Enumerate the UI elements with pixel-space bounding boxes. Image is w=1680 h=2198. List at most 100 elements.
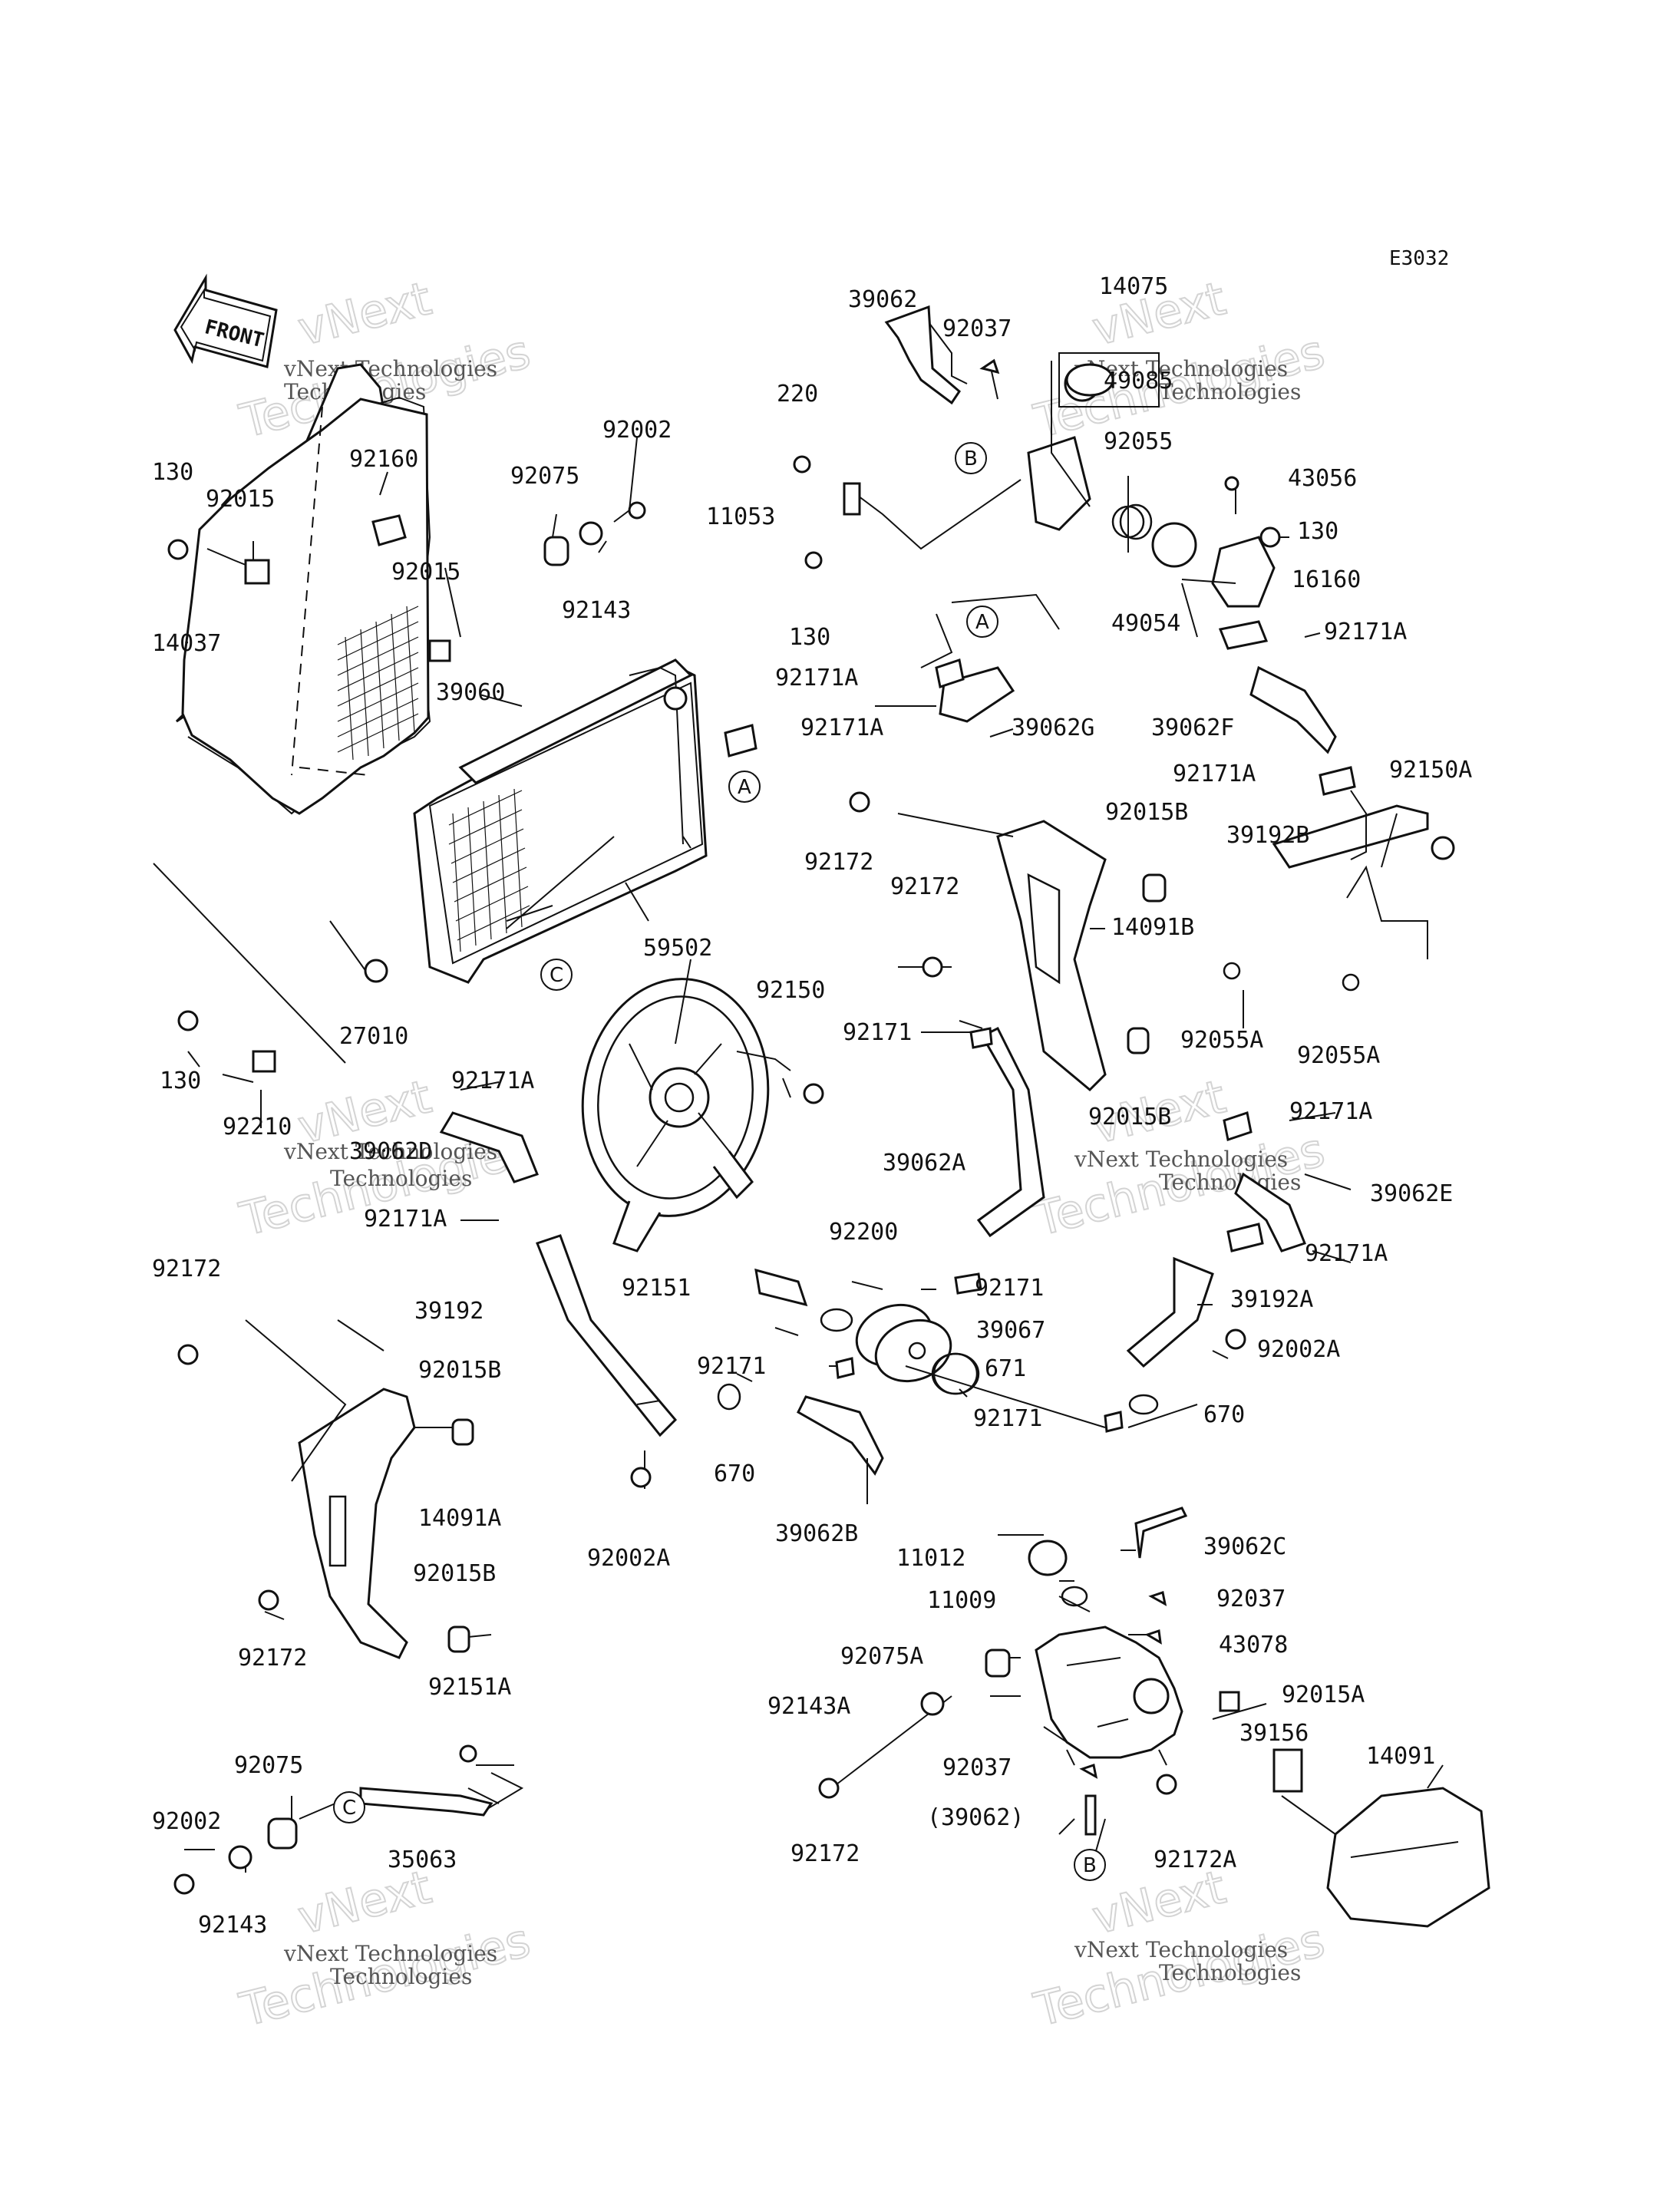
part-label[interactable]: 92055A	[1297, 1042, 1380, 1069]
part-label[interactable]: 92171	[975, 1275, 1044, 1302]
part-label[interactable]: 14091	[1366, 1743, 1435, 1770]
bolt-92172A	[1156, 1774, 1177, 1795]
part-label[interactable]: 92015B	[1088, 1104, 1171, 1130]
part-label[interactable]: 92171	[973, 1405, 1042, 1432]
part-label[interactable]: 92015	[391, 559, 460, 586]
part-label[interactable]: 43078	[1219, 1632, 1288, 1658]
part-label[interactable]: 220	[777, 381, 818, 408]
part-label[interactable]: 43056	[1288, 465, 1357, 492]
part-label[interactable]: 92172	[790, 1840, 860, 1867]
part-label[interactable]: 39192B	[1226, 822, 1309, 849]
part-label[interactable]: 92002A	[1257, 1336, 1340, 1363]
part-label[interactable]: 130	[152, 459, 193, 486]
part-label[interactable]: 27010	[339, 1023, 408, 1050]
part-label[interactable]: 92172	[890, 873, 959, 900]
part-label[interactable]: 92200	[829, 1219, 898, 1246]
svg-text:B: B	[964, 447, 978, 470]
clamp-92171A-b	[935, 658, 965, 688]
part-label[interactable]: 11053	[706, 503, 775, 530]
part-label[interactable]: 14091A	[418, 1505, 501, 1532]
part-label[interactable]: 92055A	[1180, 1027, 1263, 1054]
part-label[interactable]: 92037	[942, 1754, 1012, 1781]
part-label[interactable]: 39192A	[1230, 1286, 1313, 1313]
part-label[interactable]: 39062D	[349, 1138, 432, 1165]
part-label[interactable]: 92172	[152, 1256, 221, 1282]
part-label[interactable]: 92002A	[587, 1545, 670, 1572]
part-label[interactable]: 92015	[206, 486, 275, 513]
part-label[interactable]: 11009	[927, 1587, 996, 1614]
part-label[interactable]: 92143	[198, 1912, 267, 1939]
grommet-92015B-a	[1142, 873, 1167, 903]
part-label[interactable]: 92171A	[1289, 1098, 1372, 1125]
part-label[interactable]: 92172	[238, 1645, 307, 1672]
part-label[interactable]: 39192	[414, 1298, 484, 1325]
part-label[interactable]: 92037	[1216, 1586, 1286, 1612]
part-label[interactable]: 39062C	[1203, 1533, 1286, 1560]
part-label[interactable]: 92151	[622, 1275, 691, 1302]
grommet-92075-a	[543, 536, 569, 566]
part-label[interactable]: 14091B	[1111, 914, 1194, 941]
part-label[interactable]: 92171A	[1324, 619, 1407, 645]
part-label[interactable]: 130	[1297, 518, 1338, 545]
part-label[interactable]: 92015B	[413, 1560, 496, 1587]
part-label[interactable]: 39062	[848, 286, 917, 313]
part-label[interactable]: 39062A	[883, 1150, 965, 1177]
part-label[interactable]: 92075	[234, 1752, 303, 1779]
part-label[interactable]: 39067	[976, 1317, 1045, 1344]
part-label[interactable]: 92171	[843, 1019, 912, 1046]
part-label[interactable]: 92210	[223, 1114, 292, 1140]
part-label[interactable]: 92171A	[451, 1068, 534, 1094]
part-label[interactable]: 92172A	[1154, 1847, 1236, 1873]
part-label[interactable]: 670	[714, 1460, 755, 1487]
part-label[interactable]: 49085	[1104, 368, 1173, 394]
clamp-92171A-e	[1223, 1111, 1253, 1141]
clamp-92171-c	[835, 1357, 855, 1379]
part-label[interactable]: 92015B	[1105, 799, 1188, 826]
part-label[interactable]: 92075A	[840, 1643, 923, 1670]
part-label[interactable]: 92160	[349, 446, 418, 473]
svg-text:vNext Technologies: vNext Technologies	[1074, 1147, 1288, 1172]
part-label[interactable]: 92055	[1104, 428, 1173, 455]
part-label[interactable]: 92075	[510, 463, 579, 490]
part-label[interactable]: 16160	[1292, 566, 1361, 593]
part-label[interactable]: 92171A	[775, 665, 858, 691]
part-label[interactable]: 92150A	[1389, 757, 1472, 784]
part-label[interactable]: 92171	[697, 1353, 766, 1380]
radiator-fins	[448, 788, 530, 952]
part-label[interactable]: 92002	[602, 417, 672, 444]
part-label[interactable]: 39062E	[1370, 1180, 1453, 1207]
part-label[interactable]: 92171A	[1173, 761, 1256, 787]
part-label[interactable]: 92151A	[428, 1674, 511, 1701]
part-label[interactable]: 92015A	[1282, 1682, 1365, 1708]
part-label[interactable]: 92150	[756, 977, 825, 1004]
part-label[interactable]: 92037	[942, 315, 1012, 342]
part-label[interactable]: 92143	[562, 597, 631, 624]
part-label[interactable]: 92143A	[767, 1693, 850, 1720]
part-label[interactable]: 130	[160, 1068, 201, 1094]
part-label[interactable]: 92171A	[364, 1206, 447, 1233]
part-label[interactable]: 92015B	[418, 1357, 501, 1384]
part-label[interactable]: 92171A	[800, 715, 883, 741]
clamp-11053	[843, 482, 861, 516]
part-label[interactable]: 39062B	[775, 1520, 858, 1547]
bolt-92150	[803, 1083, 824, 1104]
part-label[interactable]: 14037	[152, 630, 221, 657]
pad-39156	[1272, 1748, 1303, 1793]
part-label[interactable]: 59502	[643, 935, 712, 962]
part-label[interactable]: 670	[1203, 1401, 1245, 1428]
part-label[interactable]: 92002	[152, 1808, 221, 1835]
part-label[interactable]: 92172	[804, 849, 873, 876]
part-label[interactable]: 11012	[896, 1545, 965, 1572]
ring-670-a	[1128, 1394, 1159, 1415]
part-label[interactable]: 39060	[436, 679, 505, 706]
part-label[interactable]: 671	[985, 1355, 1026, 1382]
part-label[interactable]: 14075	[1099, 273, 1168, 300]
part-label[interactable]: 39156	[1239, 1720, 1309, 1747]
part-label[interactable]: 49054	[1111, 610, 1180, 637]
part-label[interactable]: 130	[789, 624, 830, 651]
part-label[interactable]: 35063	[388, 1847, 457, 1873]
part-label[interactable]: 39062G	[1012, 715, 1094, 741]
part-label[interactable]: 92171A	[1305, 1240, 1388, 1267]
part-label[interactable]: (39062)	[927, 1804, 1024, 1831]
part-label[interactable]: 39062F	[1151, 715, 1234, 741]
